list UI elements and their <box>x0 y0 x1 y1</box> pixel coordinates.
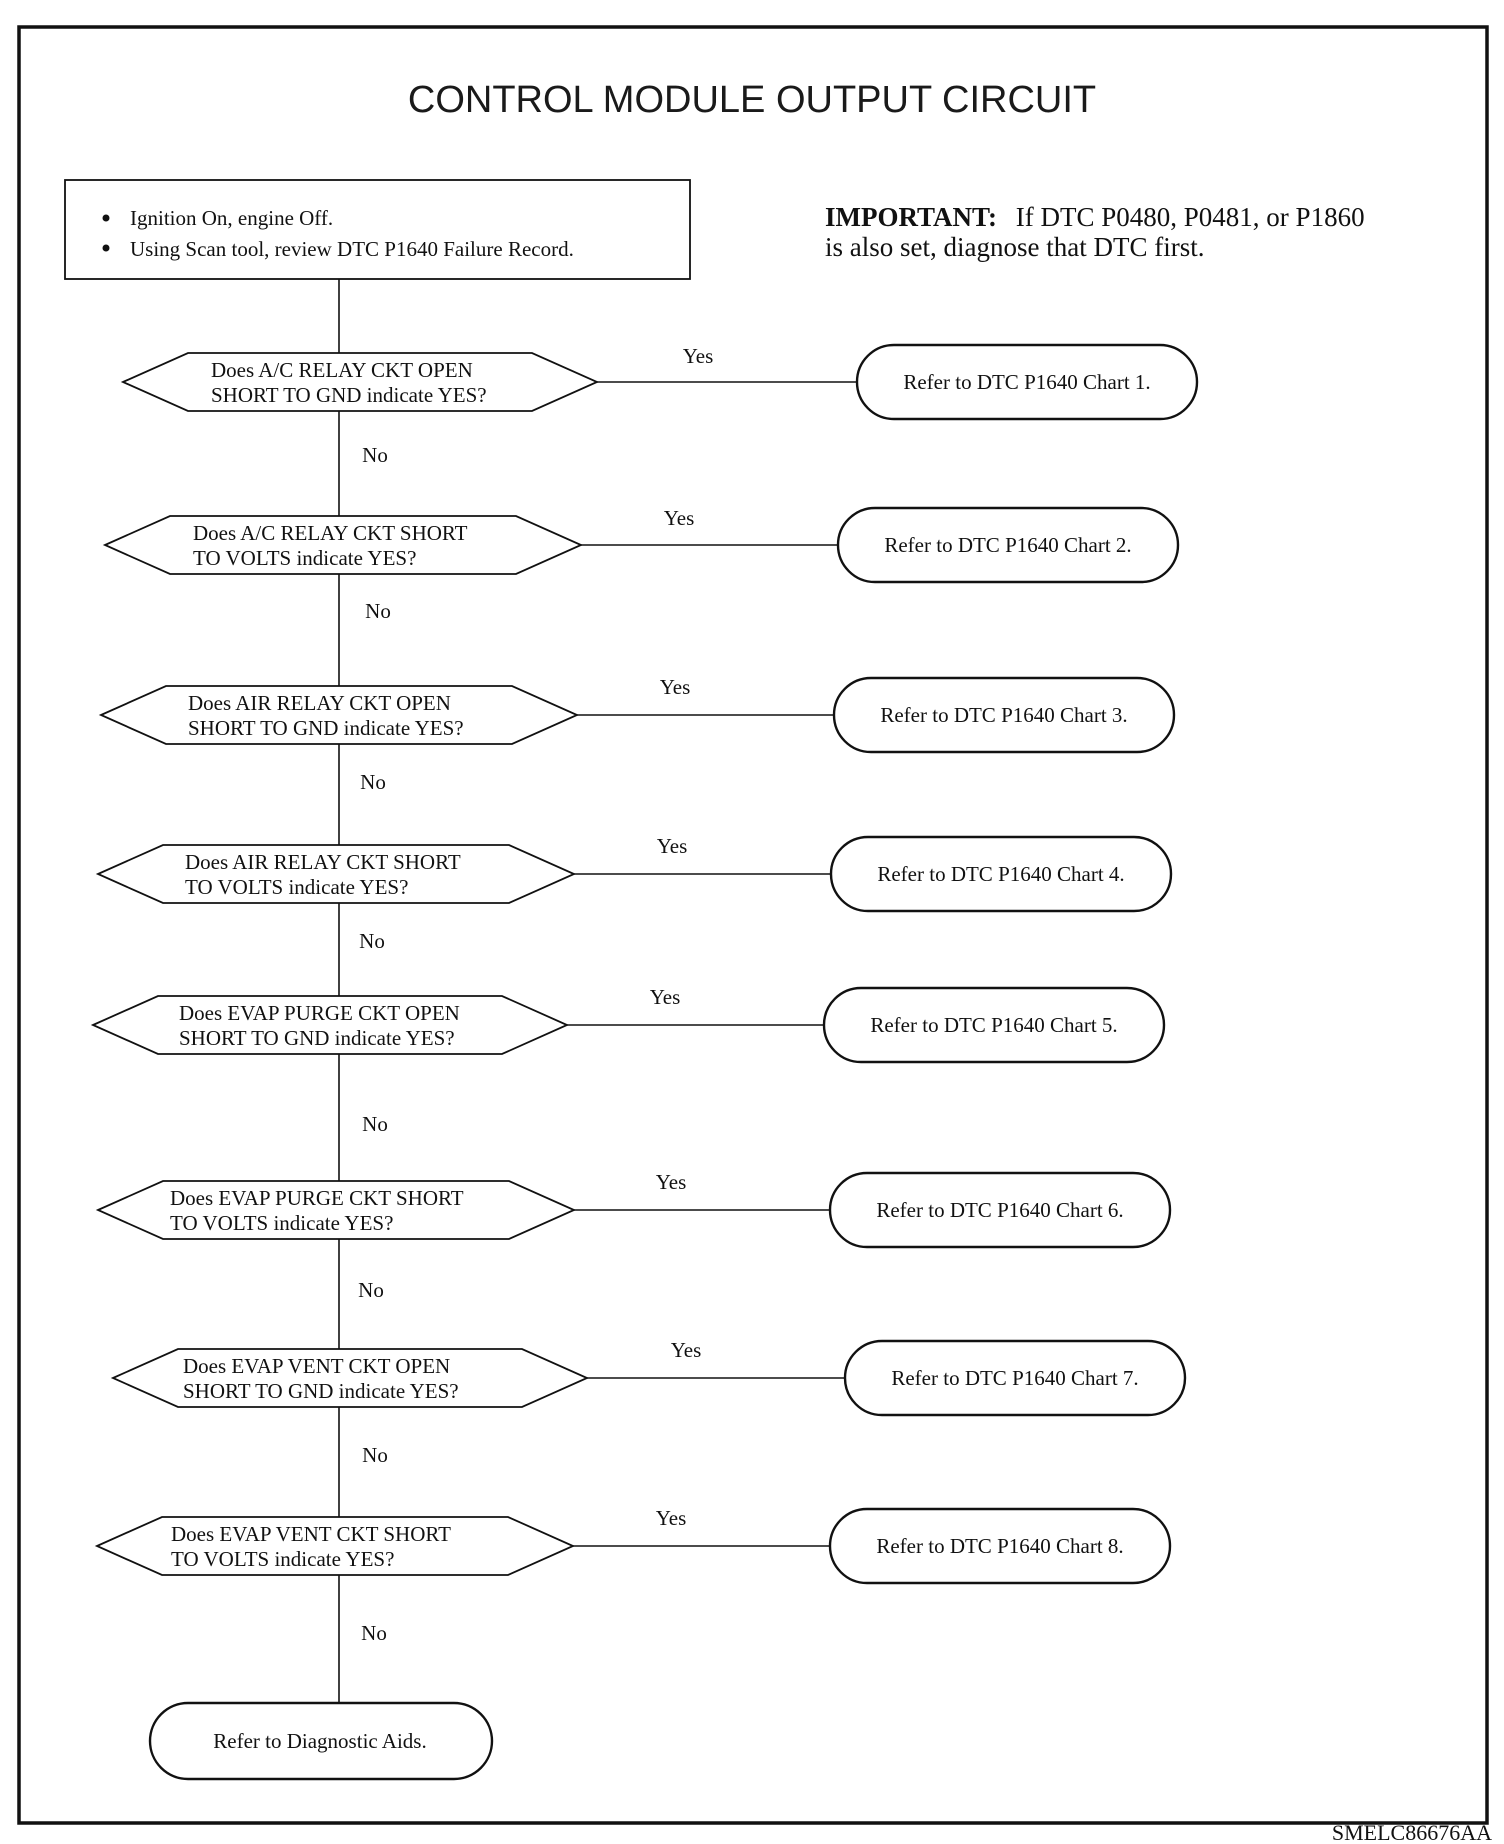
result-terminator-6 <box>828 1171 1172 1249</box>
final-result-text: Refer to Diagnostic Aids. <box>213 1729 426 1753</box>
result-terminator-7 <box>843 1339 1187 1417</box>
decision-text-5-line-2: SHORT TO GND indicate YES? <box>179 1026 455 1050</box>
no-label-1: No <box>362 443 388 467</box>
decision-text-2-line-1: Does A/C RELAY CKT SHORT <box>193 521 468 545</box>
result-terminator-2 <box>836 506 1180 584</box>
result-text-2: Refer to DTC P1640 Chart 2. <box>884 533 1131 557</box>
yes-label-5: Yes <box>650 985 681 1009</box>
important-label: IMPORTANT: <box>825 202 997 232</box>
yes-label-8: Yes <box>656 1506 687 1530</box>
yes-label-3: Yes <box>660 675 691 699</box>
yes-label-7: Yes <box>671 1338 702 1362</box>
yes-label-1: Yes <box>683 344 714 368</box>
result-terminator-3 <box>832 676 1176 754</box>
decision-shape-7 <box>110 1348 590 1408</box>
result-terminator-8 <box>828 1507 1172 1585</box>
result-text-3: Refer to DTC P1640 Chart 3. <box>880 703 1127 727</box>
decision-text-8-line-2: TO VOLTS indicate YES? <box>171 1547 394 1571</box>
yes-label-6: Yes <box>656 1170 687 1194</box>
important-note-line-2: is also set, diagnose that DTC first. <box>825 232 1204 262</box>
result-text-5: Refer to DTC P1640 Chart 5. <box>870 1013 1117 1037</box>
result-terminator-5 <box>822 986 1166 1064</box>
final-terminator <box>148 1701 494 1781</box>
result-text-1: Refer to DTC P1640 Chart 1. <box>903 370 1150 394</box>
important-text-1: If DTC P0480, P0481, or P1860 <box>1016 202 1365 232</box>
result-text-6: Refer to DTC P1640 Chart 6. <box>876 1198 1123 1222</box>
decision-text-6-line-2: TO VOLTS indicate YES? <box>170 1211 393 1235</box>
decision-shape-5 <box>90 995 570 1055</box>
no-label-4: No <box>359 929 385 953</box>
decision-text-6-line-1: Does EVAP PURGE CKT SHORT <box>170 1186 464 1210</box>
result-terminator-1 <box>855 343 1199 421</box>
start-box <box>64 179 691 280</box>
no-label-3: No <box>360 770 386 794</box>
no-label-8: No <box>361 1621 387 1645</box>
result-text-4: Refer to DTC P1640 Chart 4. <box>877 862 1124 886</box>
frame-border <box>17 25 1489 1825</box>
figure-code: SMELC86676AA <box>1332 1820 1492 1844</box>
decision-text-2-line-2: TO VOLTS indicate YES? <box>193 546 416 570</box>
decision-shape-2 <box>102 515 584 575</box>
decision-text-1-line-1: Does A/C RELAY CKT OPEN <box>211 358 473 382</box>
no-label-2: No <box>365 599 391 623</box>
decision-text-3-line-2: SHORT TO GND indicate YES? <box>188 716 464 740</box>
yes-label-2: Yes <box>664 506 695 530</box>
result-text-8: Refer to DTC P1640 Chart 8. <box>876 1534 1123 1558</box>
decision-shape-1 <box>120 352 600 412</box>
decision-shape-4 <box>95 844 577 904</box>
decision-text-5-line-1: Does EVAP PURGE CKT OPEN <box>179 1001 460 1025</box>
bullet-1 <box>102 214 110 222</box>
bullet-2 <box>102 244 110 252</box>
important-note-line-1: IMPORTANT: If DTC P0480, P0481, or P1860 <box>825 202 1365 232</box>
no-label-5: No <box>362 1112 388 1136</box>
decision-text-7-line-2: SHORT TO GND indicate YES? <box>183 1379 459 1403</box>
decision-text-4-line-2: TO VOLTS indicate YES? <box>185 875 408 899</box>
chart-title: CONTROL MODULE OUTPUT CIRCUIT <box>408 79 1096 121</box>
no-label-6: No <box>358 1278 384 1302</box>
start-bullet-1: Ignition On, engine Off. <box>130 206 333 230</box>
decision-shape-3 <box>98 685 580 745</box>
result-text-7: Refer to DTC P1640 Chart 7. <box>891 1366 1138 1390</box>
decision-text-3-line-1: Does AIR RELAY CKT OPEN <box>188 691 451 715</box>
no-label-7: No <box>362 1443 388 1467</box>
decision-text-1-line-2: SHORT TO GND indicate YES? <box>211 383 487 407</box>
yes-label-4: Yes <box>657 834 688 858</box>
decision-text-7-line-1: Does EVAP VENT CKT OPEN <box>183 1354 450 1378</box>
result-terminator-4 <box>829 835 1173 913</box>
start-bullet-2: Using Scan tool, review DTC P1640 Failur… <box>130 237 574 261</box>
decision-shape-8 <box>94 1516 576 1576</box>
decision-shape-6 <box>95 1180 577 1240</box>
decision-text-8-line-1: Does EVAP VENT CKT SHORT <box>171 1522 451 1546</box>
decision-text-4-line-1: Does AIR RELAY CKT SHORT <box>185 850 461 874</box>
